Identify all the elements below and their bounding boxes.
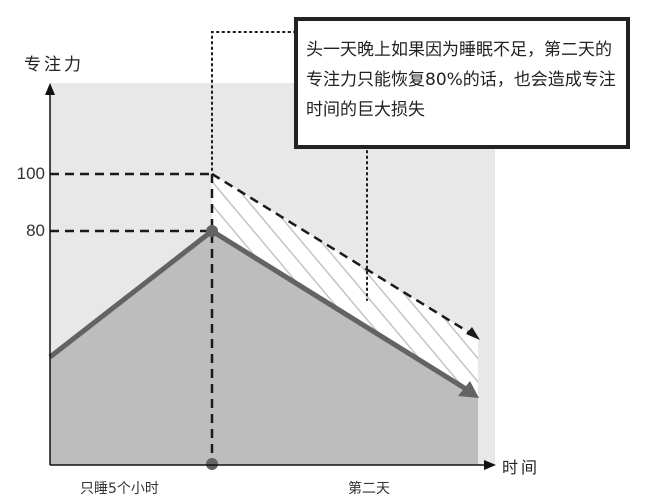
x-label-next-day: 第二天: [348, 481, 390, 497]
ideal-focus-arrowhead: [466, 327, 480, 340]
x-axis-arrow: [484, 460, 496, 470]
x-axis-point: [206, 458, 218, 470]
callout-leader-left: [211, 31, 301, 171]
x-axis-title: 时间: [502, 458, 541, 477]
y-axis-title: 专注力: [24, 55, 84, 75]
ideal-focus-line: [211, 172, 471, 335]
actual-focus-arrowhead: [458, 381, 479, 398]
peak-point: [206, 225, 218, 237]
y-tick-100: 100: [16, 164, 45, 183]
y-axis-arrow: [45, 83, 55, 95]
x-label-sleep-5-hours: 只睡5个小时: [80, 481, 159, 497]
actual-focus-area: [50, 231, 478, 465]
lost-focus-hatched-area: [212, 174, 478, 397]
y-tick-80: 80: [26, 221, 45, 240]
callout-box: 头一天晚上如果因为睡眠不足，第二天的专注力只能恢复80%的话，也会造成专注时间的…: [294, 17, 630, 149]
callout-text: 头一天晚上如果因为睡眠不足，第二天的专注力只能恢复80%的话，也会造成专注时间的…: [306, 40, 616, 120]
